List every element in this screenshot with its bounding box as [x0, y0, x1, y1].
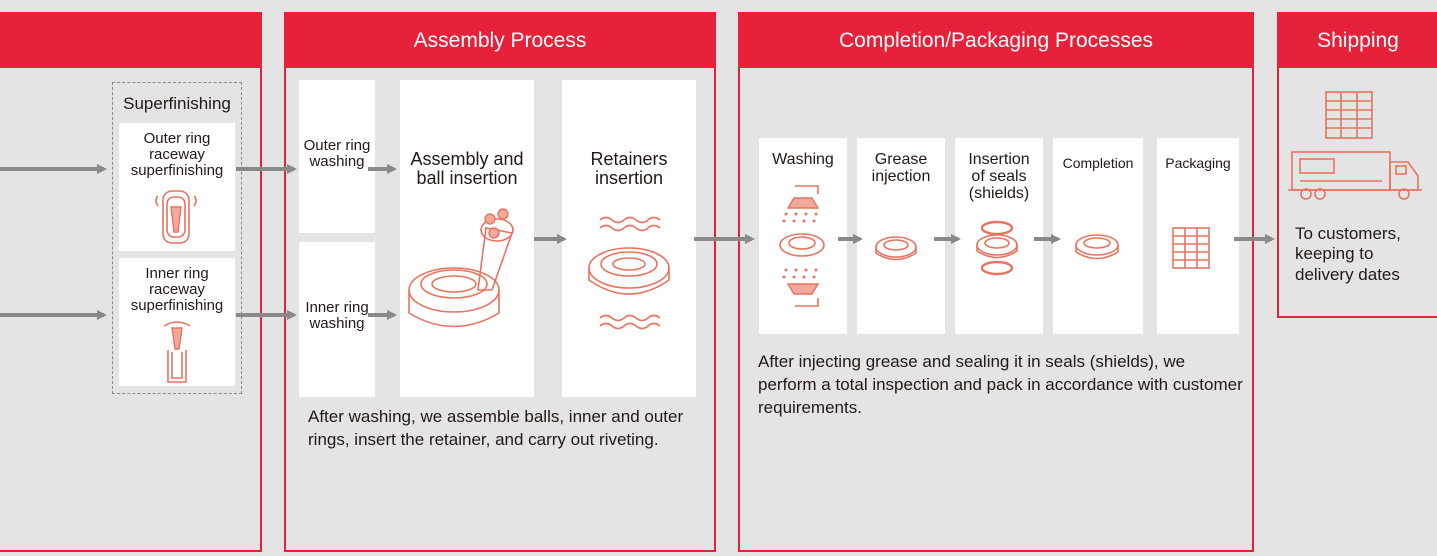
- retainers-insertion-icon: [588, 216, 670, 330]
- inner-ring-washing-label: Inner ring washing: [305, 299, 369, 332]
- superfinishing-title: Superfinishing: [123, 94, 231, 113]
- outer-ring-washing-label: Outer ring washing: [303, 137, 371, 170]
- grease-injection-icon: [875, 236, 917, 261]
- step-completion-card: Completion: [1053, 138, 1143, 334]
- completion-header: Completion/Packaging Processes: [740, 14, 1252, 68]
- inner-ring-washing-card: Inner ring washing: [299, 242, 375, 397]
- step-grease-label: Grease injection: [871, 151, 931, 185]
- retainers-insertion-label: Retainers insertion: [590, 149, 668, 188]
- superfinishing-group: Superfinishing Outer ring raceway superf…: [112, 82, 242, 394]
- inner-superfinishing-label: Inner ring raceway superfinishing: [130, 265, 224, 314]
- outer-superfinishing-icon: [155, 190, 197, 244]
- ball-insertion-card: Assembly and ball insertion: [400, 80, 534, 397]
- step-completion-label: Completion: [1062, 155, 1134, 171]
- seals-insertion-icon: [976, 220, 1018, 276]
- step-washing-label: Washing: [772, 151, 834, 168]
- washing-icon: [779, 185, 825, 307]
- shipping-header: Shipping: [1279, 14, 1437, 68]
- inner-superfinishing-icon: [163, 321, 191, 383]
- delivery-truck-icon: [1288, 151, 1422, 200]
- completion-note: After injecting grease and sealing it in…: [758, 352, 1243, 418]
- retainers-insertion-card: Retainers insertion: [562, 80, 696, 397]
- shipping-boxes-icon: [1325, 91, 1373, 139]
- completion-bearing-icon: [1075, 234, 1119, 260]
- step-seals-card: Insertion of seals (shields): [955, 138, 1043, 334]
- machining-process-header: [0, 14, 260, 68]
- assembly-note: After washing, we assemble balls, inner …: [308, 407, 684, 450]
- outer-superfinishing-label: Outer ring raceway superfinishing: [130, 130, 224, 179]
- step-packaging-label: Packaging: [1165, 155, 1231, 171]
- step-seals-label: Insertion of seals (shields): [968, 151, 1030, 202]
- assembly-ball-insertion-icon: [408, 208, 514, 328]
- step-washing-card: Washing: [759, 138, 847, 334]
- step-grease-card: Grease injection: [857, 138, 945, 334]
- assembly-header: Assembly Process: [286, 14, 714, 68]
- outer-ring-washing-card: Outer ring washing: [299, 80, 375, 233]
- packaging-box-icon: [1172, 227, 1210, 269]
- shipping-note: To customers, keeping to delivery dates: [1295, 224, 1401, 284]
- ball-insertion-label: Assembly and ball insertion: [410, 149, 524, 188]
